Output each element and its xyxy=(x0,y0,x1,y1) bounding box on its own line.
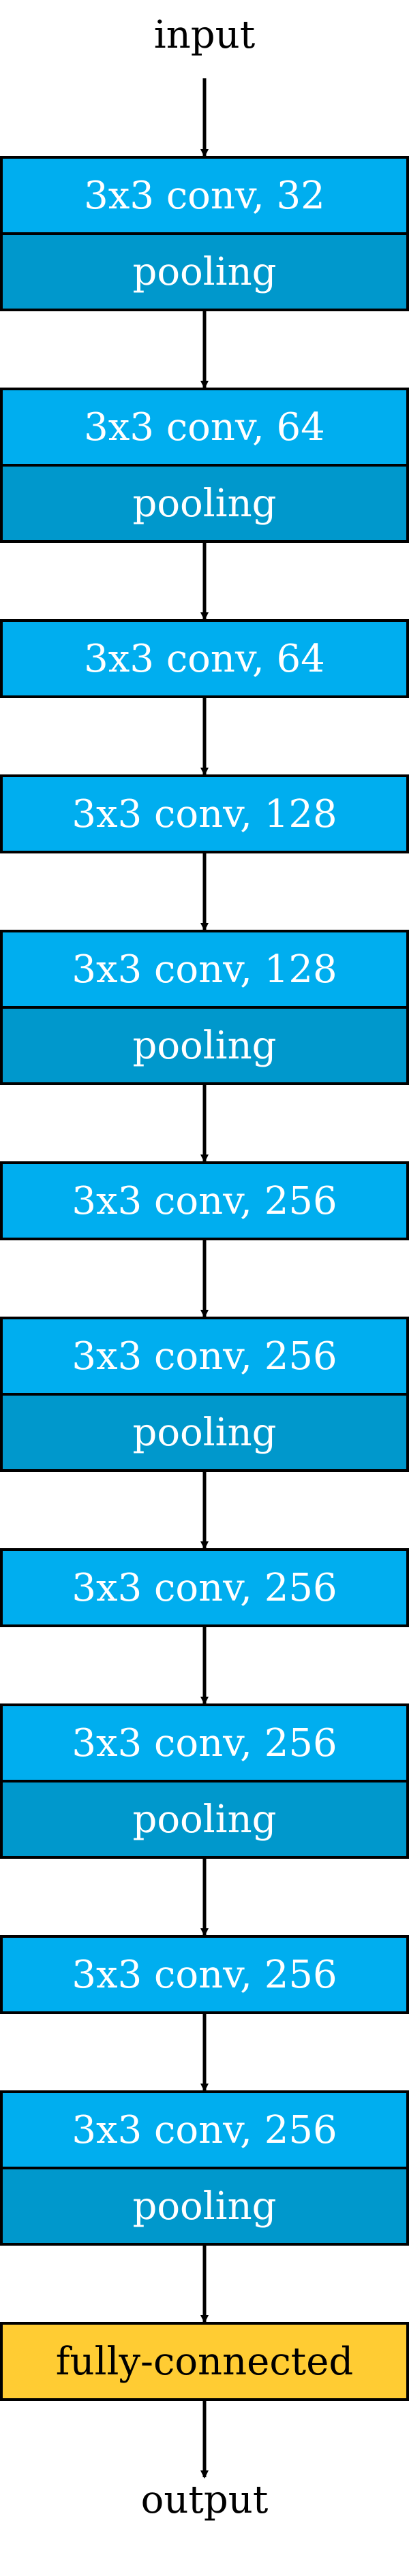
pooling-block xyxy=(0,1006,409,1085)
conv-block xyxy=(0,388,409,467)
conv-block xyxy=(0,774,409,853)
conv-block xyxy=(0,1703,409,1782)
conv-block-label: 3x3 conv, 256 xyxy=(72,2108,337,2152)
conv-block xyxy=(0,930,409,1009)
pooling-block-label: pooling xyxy=(132,1411,276,1455)
output-label: output xyxy=(141,2478,269,2522)
conv-block-label: 3x3 conv, 256 xyxy=(72,1566,337,1610)
conv-block-label: 3x3 conv, 256 xyxy=(72,1179,337,1223)
pooling-block xyxy=(0,1780,409,1859)
fully-connected-label: fully-connected xyxy=(56,2340,353,2384)
pooling-block-label: pooling xyxy=(132,2184,276,2229)
pooling-block-label: pooling xyxy=(132,250,276,294)
conv-block-label: 3x3 conv, 64 xyxy=(84,405,325,450)
conv-block xyxy=(0,2090,409,2169)
pooling-block xyxy=(0,2167,409,2246)
conv-block xyxy=(0,619,409,698)
pooling-block-label: pooling xyxy=(132,1797,276,1842)
conv-block-label: 3x3 conv, 32 xyxy=(84,174,325,218)
conv-block-label: 3x3 conv, 128 xyxy=(72,947,337,992)
conv-block-label: 3x3 conv, 128 xyxy=(72,792,337,836)
pooling-block xyxy=(0,232,409,311)
conv-block-label: 3x3 conv, 256 xyxy=(72,1334,337,1379)
conv-block-label: 3x3 conv, 64 xyxy=(84,637,325,681)
pooling-block xyxy=(0,464,409,543)
conv-block-label: 3x3 conv, 256 xyxy=(72,1953,337,1997)
pooling-block-label: pooling xyxy=(132,482,276,526)
input-label: input xyxy=(154,13,256,57)
conv-block xyxy=(0,1935,409,2014)
conv-block-label: 3x3 conv, 256 xyxy=(72,1721,337,1765)
fully-connected-block xyxy=(0,2322,409,2401)
pooling-block-label: pooling xyxy=(132,1024,276,1068)
conv-block xyxy=(0,1548,409,1627)
conv-block xyxy=(0,1161,409,1240)
pooling-block xyxy=(0,1393,409,1472)
conv-block xyxy=(0,156,409,235)
